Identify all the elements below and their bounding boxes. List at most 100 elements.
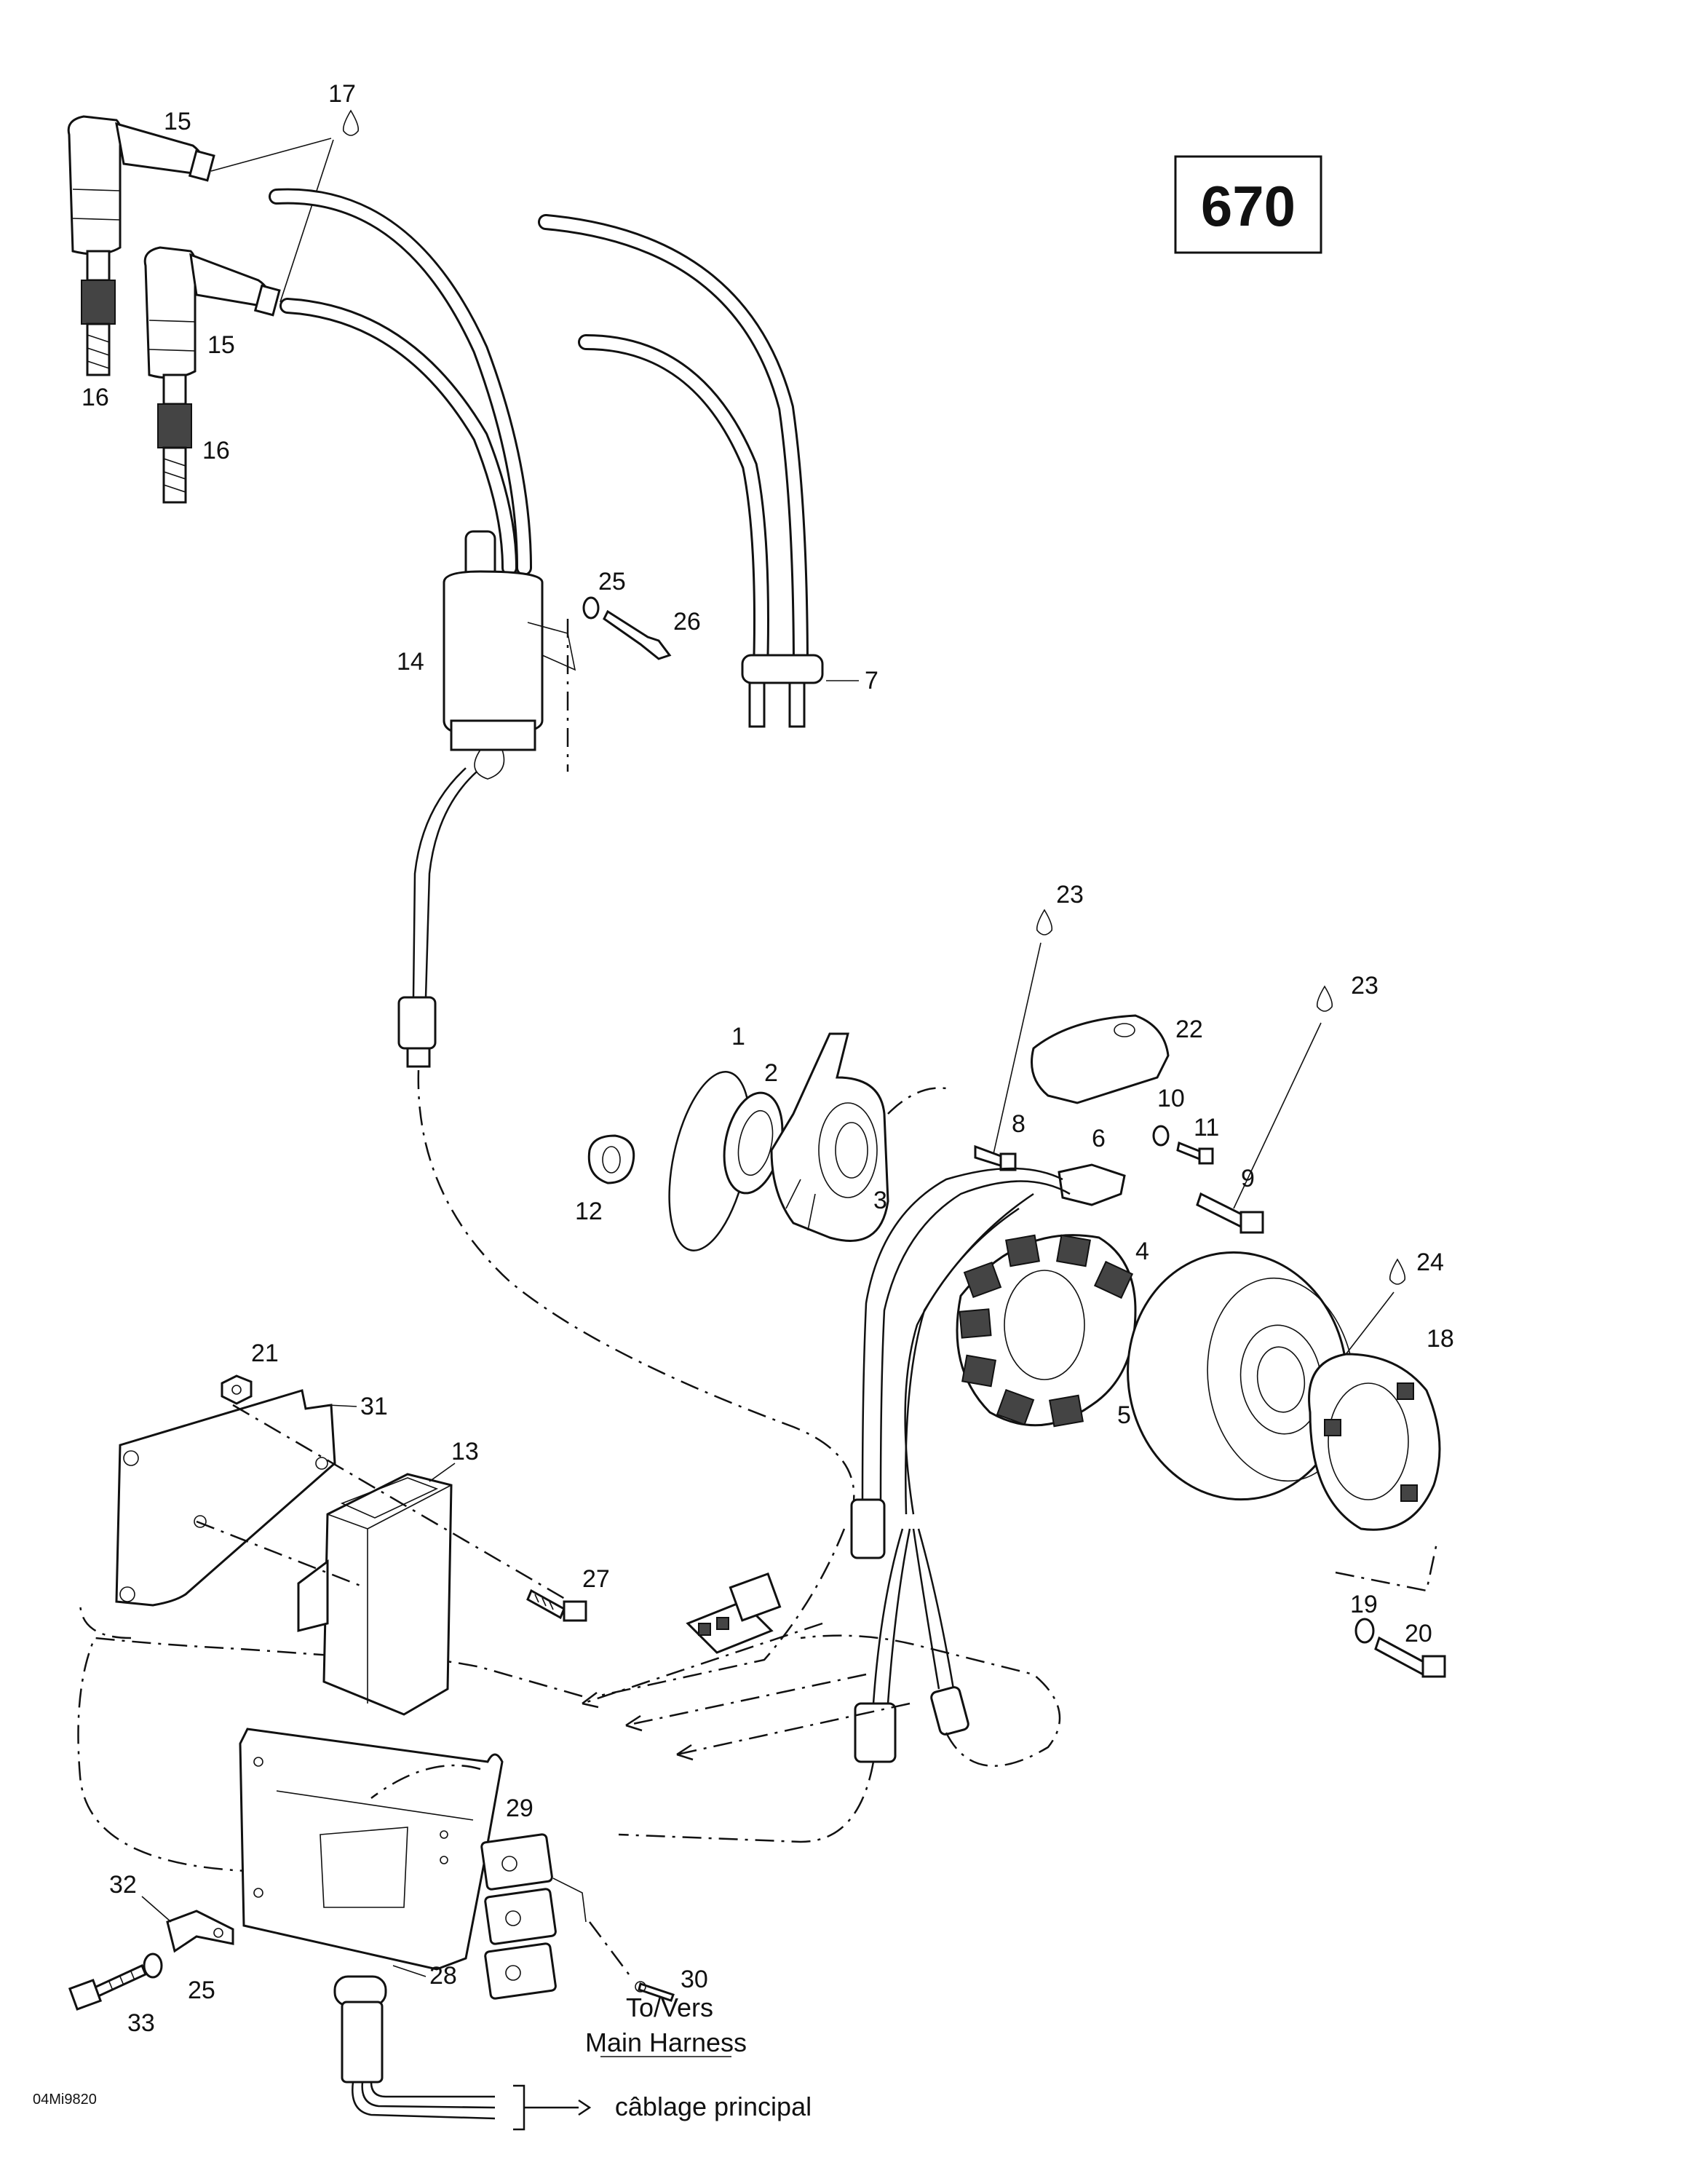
- coil-washer-and-screw: [582, 596, 672, 660]
- lubricant-drop-icon: [342, 109, 360, 136]
- callout-25: 25: [598, 568, 626, 596]
- lubricant-drop-icon: [1316, 985, 1333, 1012]
- diagram-code: 04Mi9820: [33, 2092, 97, 2108]
- callout-27: 27: [582, 1565, 610, 1593]
- harness-route-line: [77, 1528, 846, 1872]
- callout-19: 19: [1350, 1591, 1378, 1618]
- harness-route-line: [618, 1761, 875, 1843]
- spark-plug-cap-lower: [143, 246, 281, 379]
- svg-text:17: 17: [328, 80, 356, 108]
- callout-25: 25: [188, 1977, 215, 2004]
- mounting-plate: [239, 1728, 504, 1971]
- svg-text:câblage principal: câblage principal: [615, 2092, 812, 2121]
- pulley-alignment-line: [1335, 1539, 1439, 1592]
- callout-12: 12: [575, 1198, 603, 1225]
- fastener-axis-line: [589, 1921, 634, 1981]
- callout-5: 5: [1117, 1401, 1131, 1429]
- small-washer: [1152, 1125, 1170, 1147]
- spark-plug-cap-upper: [67, 115, 215, 256]
- callout-29: 29: [506, 1795, 533, 1822]
- harness-route-line: [800, 1634, 1061, 1767]
- starting-pulley: [1308, 1353, 1441, 1531]
- harness-route-line: [417, 1069, 855, 1515]
- fastener-axis-line: [196, 1520, 365, 1588]
- callout-28: 28: [429, 1962, 457, 1990]
- cdi-mount-screw: [526, 1588, 587, 1622]
- flywheel: [1127, 1251, 1355, 1501]
- callout-15: 15: [207, 331, 235, 359]
- small-screw: [1176, 1141, 1214, 1165]
- terminal-block-stack: [480, 1833, 587, 2000]
- small-bracket: [166, 1910, 234, 1953]
- coil-lead-wire: [397, 767, 477, 1068]
- svg-text:Main Harness: Main Harness: [585, 2027, 747, 2057]
- callout-23-drop: 23: [993, 881, 1084, 1155]
- high-tension-wires: [269, 188, 809, 678]
- callout-18: 18: [1427, 1325, 1454, 1353]
- grommet: [587, 1134, 635, 1184]
- mount-screw: [68, 1963, 147, 2011]
- svg-text:23: 23: [1056, 881, 1084, 909]
- callout-2: 2: [764, 1059, 778, 1087]
- callout-14: 14: [397, 648, 424, 676]
- oil-seal: [723, 1091, 784, 1195]
- housing-screw: [974, 1144, 1017, 1171]
- callout-32: 32: [109, 1871, 137, 1899]
- callout-11: 11: [1194, 1114, 1219, 1142]
- pulley-washer: [1354, 1618, 1375, 1644]
- main-harness-connector: [333, 1975, 496, 2120]
- callout-10: 10: [1157, 1085, 1185, 1112]
- callout-15: 15: [164, 108, 191, 135]
- callout-31: 31: [360, 1393, 388, 1420]
- callout-7: 7: [865, 667, 878, 695]
- callout-17: 17: [210, 80, 360, 303]
- callout-30: 30: [681, 1966, 708, 1993]
- callout-16: 16: [202, 437, 230, 464]
- callout-20: 20: [1405, 1620, 1432, 1647]
- callout-26: 26: [673, 608, 701, 636]
- cdi-module: [297, 1473, 453, 1716]
- callout-8: 8: [1012, 1110, 1026, 1138]
- flywheel-screw: [1196, 1192, 1264, 1234]
- callout-9: 9: [1241, 1165, 1255, 1192]
- callout-23-drop-right: 23: [1233, 972, 1378, 1209]
- trigger-coil-housing: [770, 1032, 947, 1242]
- callout-3: 3: [873, 1187, 887, 1214]
- ignition-coil: [443, 530, 576, 780]
- callout-16: 16: [82, 384, 109, 411]
- callout-4: 4: [1135, 1238, 1149, 1265]
- wire-retainer-clip: [1058, 1163, 1126, 1206]
- stator-harness: [850, 1167, 1071, 1763]
- model-label: 670: [1201, 174, 1296, 238]
- cover-plate: [1031, 1014, 1170, 1104]
- lubricant-drop-icon: [1389, 1258, 1406, 1285]
- fastener-axis-line: [232, 1404, 583, 1610]
- callout-33: 33: [127, 2009, 155, 2037]
- svg-text:To/Vers: To/Vers: [626, 1993, 713, 2022]
- cdi-bracket: [115, 1389, 336, 1607]
- svg-text:23: 23: [1351, 972, 1378, 1000]
- lubricant-drop-icon: [1036, 909, 1053, 935]
- main-harness-note: To/Vers Main Harness câblage principal: [585, 1993, 812, 2121]
- stator: [956, 1234, 1137, 1428]
- callout-1: 1: [731, 1023, 745, 1051]
- washer: [143, 1952, 163, 1979]
- pulley-screw: [1374, 1636, 1446, 1678]
- callout-13: 13: [451, 1438, 479, 1465]
- callout-24-drop: 24: [1331, 1249, 1444, 1373]
- wire-clamp: [741, 654, 859, 728]
- callout-6: 6: [1092, 1125, 1106, 1152]
- callout-22: 22: [1175, 1016, 1203, 1043]
- bracket-nut: [221, 1374, 253, 1405]
- terminal-pin: [635, 1981, 675, 2002]
- harness-bracket-arrow: [513, 2084, 592, 2131]
- model-label-box: 670: [1174, 155, 1322, 254]
- harness-route-line: [79, 1601, 132, 1639]
- routing-arrow-plate: [370, 1764, 481, 1800]
- spark-plug-upper: [81, 250, 116, 376]
- harness-connector: [686, 1572, 782, 1654]
- callout-21: 21: [251, 1340, 279, 1367]
- svg-text:24: 24: [1416, 1249, 1444, 1276]
- routing-arrows: [582, 1622, 911, 1761]
